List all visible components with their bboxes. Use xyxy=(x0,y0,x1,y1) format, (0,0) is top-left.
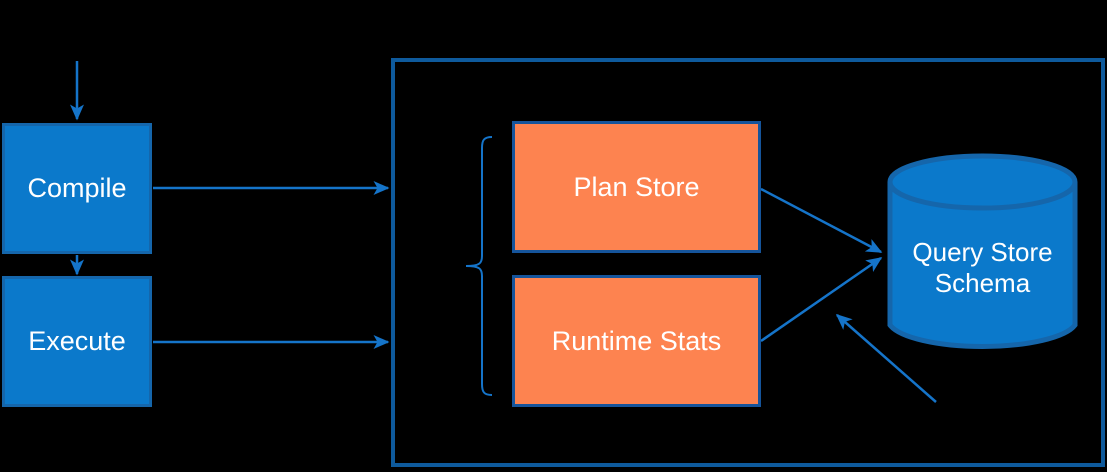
external-to-schema-arrow xyxy=(835,314,937,403)
grouping-brace xyxy=(465,136,493,396)
execute-node: Execute xyxy=(2,276,152,407)
execute-label: Execute xyxy=(28,326,126,356)
compile-label: Compile xyxy=(27,173,127,203)
query-store-schema-label: Query Store Schema xyxy=(888,237,1077,299)
query-store-container-box xyxy=(391,58,1105,467)
runtime-stats-to-schema-arrow xyxy=(760,256,883,343)
plan-store-to-schema-arrow xyxy=(760,187,883,254)
query-store-schema-label-line2: Schema xyxy=(934,268,1031,298)
database-cylinder-top xyxy=(887,153,1078,211)
query-store-schema-label-line1: Query Store xyxy=(912,237,1053,267)
compile-node: Compile xyxy=(2,123,152,254)
plan-store-label: Plan Store xyxy=(573,171,700,202)
runtime-stats-label: Runtime Stats xyxy=(551,325,722,356)
plan-store-node: Plan Store xyxy=(512,121,761,253)
database-cylinder-icon xyxy=(887,153,1078,349)
database-cylinder-body xyxy=(887,182,1078,349)
runtime-stats-node: Runtime Stats xyxy=(512,275,761,407)
